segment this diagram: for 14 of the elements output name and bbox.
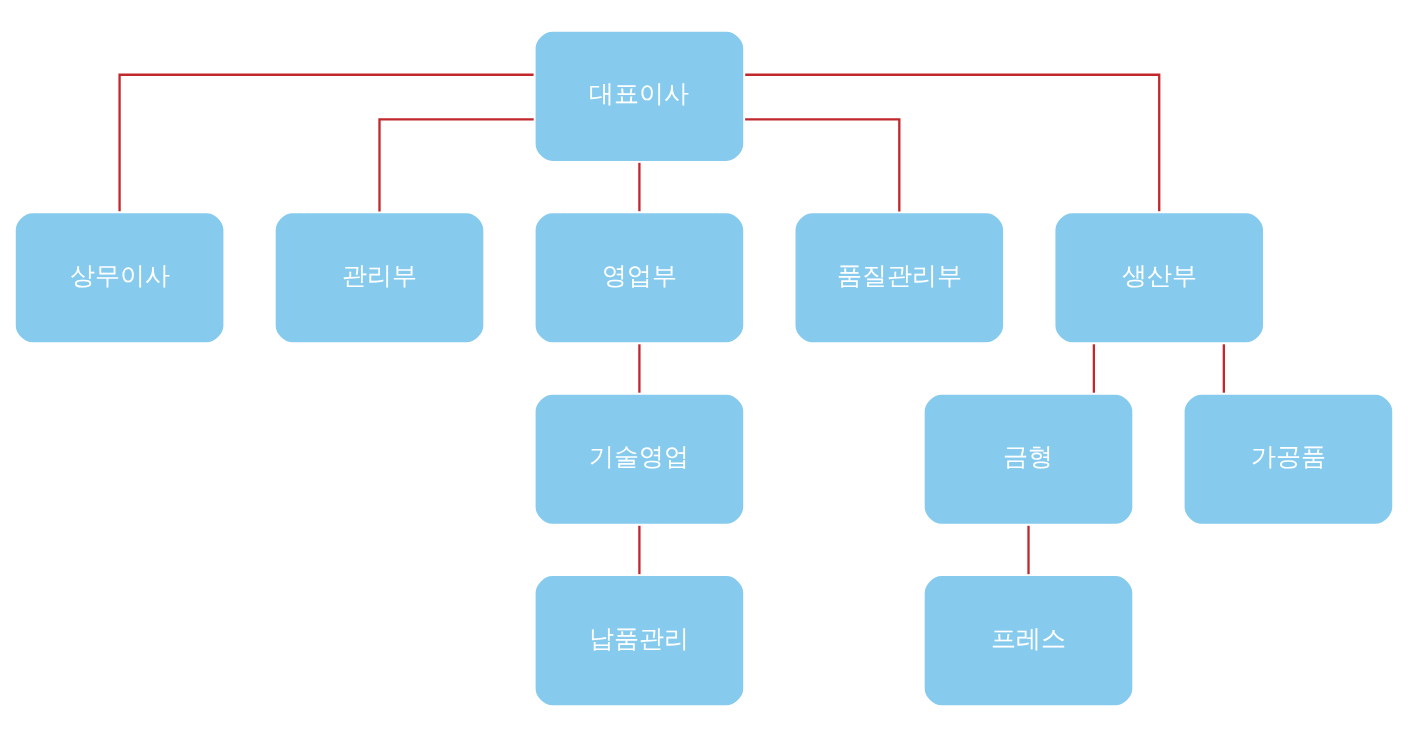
connector <box>378 117 534 211</box>
node-box: 금형 <box>921 391 1136 527</box>
connector <box>118 73 534 211</box>
connector <box>745 73 1161 211</box>
connector <box>638 525 641 574</box>
node-box: 대표이사 <box>532 28 747 164</box>
node-box: 가공품 <box>1181 391 1396 527</box>
connector <box>745 117 901 211</box>
connector <box>1027 525 1030 574</box>
node-box: 기술영업 <box>532 391 747 527</box>
connector <box>1092 343 1096 393</box>
connector <box>1222 343 1225 393</box>
connector <box>638 343 641 393</box>
connector <box>638 162 641 211</box>
